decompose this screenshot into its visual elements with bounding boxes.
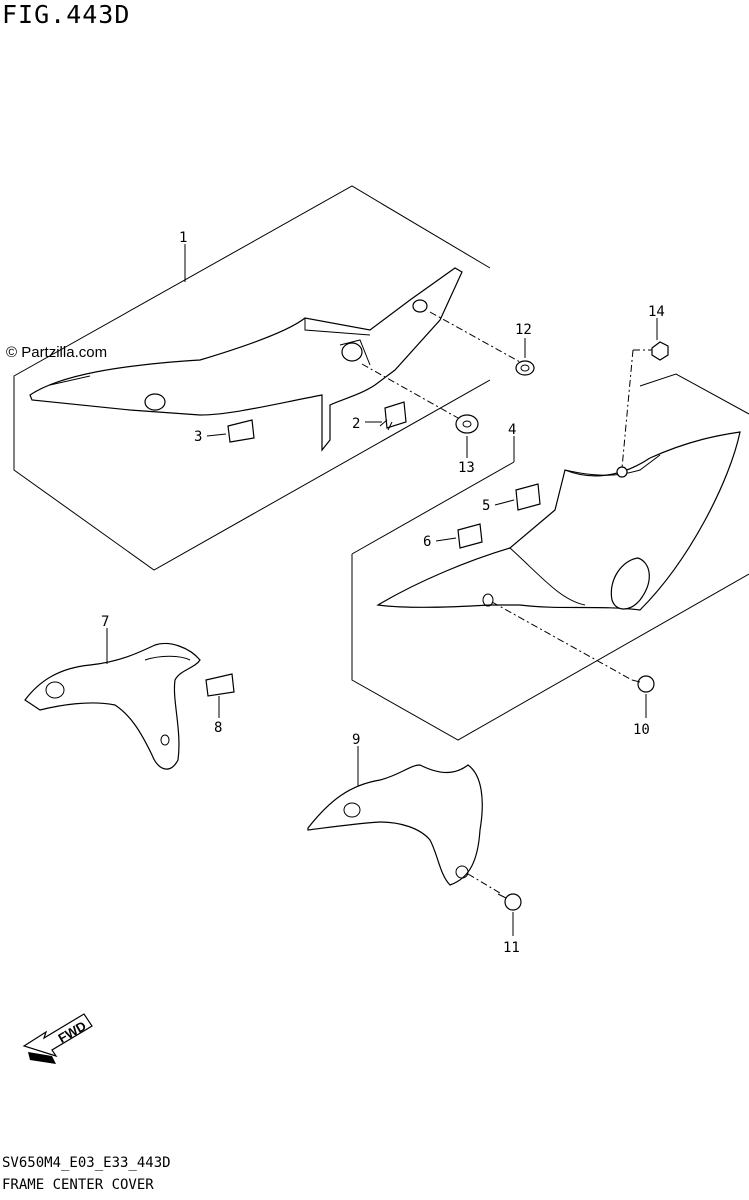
callout-8: 8 bbox=[214, 720, 222, 736]
callout-3: 3 bbox=[194, 429, 202, 445]
screw-part-10[interactable] bbox=[631, 675, 655, 693]
bolt-part-14[interactable] bbox=[651, 341, 669, 361]
footer-code: SV650M4_E03_E33_443D bbox=[2, 1155, 171, 1171]
cushion-part-3[interactable] bbox=[227, 419, 255, 443]
callout-5: 5 bbox=[482, 498, 490, 514]
callout-4: 4 bbox=[508, 422, 516, 438]
footer-name: FRAME CENTER COVER bbox=[2, 1177, 154, 1193]
cushion-part-5[interactable] bbox=[515, 483, 541, 511]
grommet-part-13[interactable] bbox=[455, 414, 479, 434]
callout-labels: 1 2 3 4 5 6 7 8 9 10 11 12 13 14 bbox=[101, 230, 665, 956]
assembly-box-4 bbox=[351, 373, 749, 741]
frame-center-cover[interactable] bbox=[376, 431, 741, 611]
leader-lines bbox=[106, 244, 658, 936]
callout-14: 14 bbox=[648, 304, 665, 320]
callout-13: 13 bbox=[458, 460, 475, 476]
screw-part-11[interactable] bbox=[497, 893, 522, 911]
cushion-part-6[interactable] bbox=[457, 523, 483, 549]
callout-1: 1 bbox=[179, 230, 187, 246]
guide-lines bbox=[361, 311, 652, 894]
callout-9: 9 bbox=[352, 732, 360, 748]
callout-2: 2 bbox=[352, 416, 360, 432]
frame-cover-left[interactable] bbox=[29, 267, 463, 452]
cover-part-7[interactable] bbox=[24, 642, 201, 770]
figure-title: FIG.443D bbox=[2, 0, 131, 29]
cushion-part-8[interactable] bbox=[205, 673, 235, 697]
callout-7: 7 bbox=[101, 614, 109, 630]
assembly-box-1 bbox=[13, 185, 491, 571]
fwd-arrow-icon: FWD bbox=[22, 1013, 93, 1064]
callout-10: 10 bbox=[633, 722, 650, 738]
cover-part-9[interactable] bbox=[307, 764, 483, 886]
grommet-part-12[interactable] bbox=[515, 360, 535, 376]
callout-11: 11 bbox=[503, 940, 520, 956]
clip-part-2[interactable] bbox=[379, 401, 407, 431]
callout-6: 6 bbox=[423, 534, 431, 550]
callout-12: 12 bbox=[515, 322, 532, 338]
